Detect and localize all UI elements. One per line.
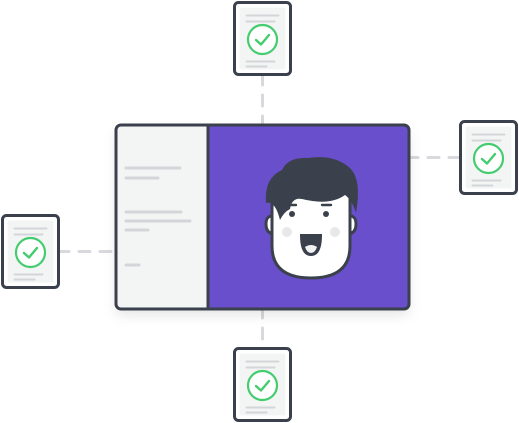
sidebar-text-lines: [124, 166, 192, 267]
check-circle: [472, 142, 505, 175]
avatar-eye-left: [289, 211, 295, 217]
check-mark: [254, 379, 271, 392]
document-right: [459, 120, 518, 195]
document-check-icon: [246, 23, 279, 56]
check-mark: [254, 33, 271, 46]
avatar-head: [270, 186, 352, 280]
document-bottom: [233, 347, 292, 422]
connector-lines: [56, 72, 463, 352]
check-circle: [246, 369, 279, 402]
check-mark: [22, 246, 39, 259]
avatar-tongue: [305, 245, 317, 253]
check-mark: [480, 152, 497, 165]
document-top: [233, 1, 292, 76]
document-left: [1, 214, 60, 289]
document-check-icon: [14, 236, 47, 269]
sidebar-panel-fill: [150, 125, 208, 309]
avatar-cheek-right: [330, 227, 340, 237]
document-check-icon: [246, 369, 279, 402]
avatar-face-icon: [264, 157, 358, 280]
check-circle: [246, 23, 279, 56]
avatar-cheek-left: [282, 227, 292, 237]
avatar-eye-right: [323, 211, 329, 217]
check-circle: [14, 236, 47, 269]
app-window: [114, 123, 411, 311]
document-check-icon: [472, 142, 505, 175]
content-panel-fill: [208, 125, 268, 309]
window-frame: [114, 123, 411, 311]
